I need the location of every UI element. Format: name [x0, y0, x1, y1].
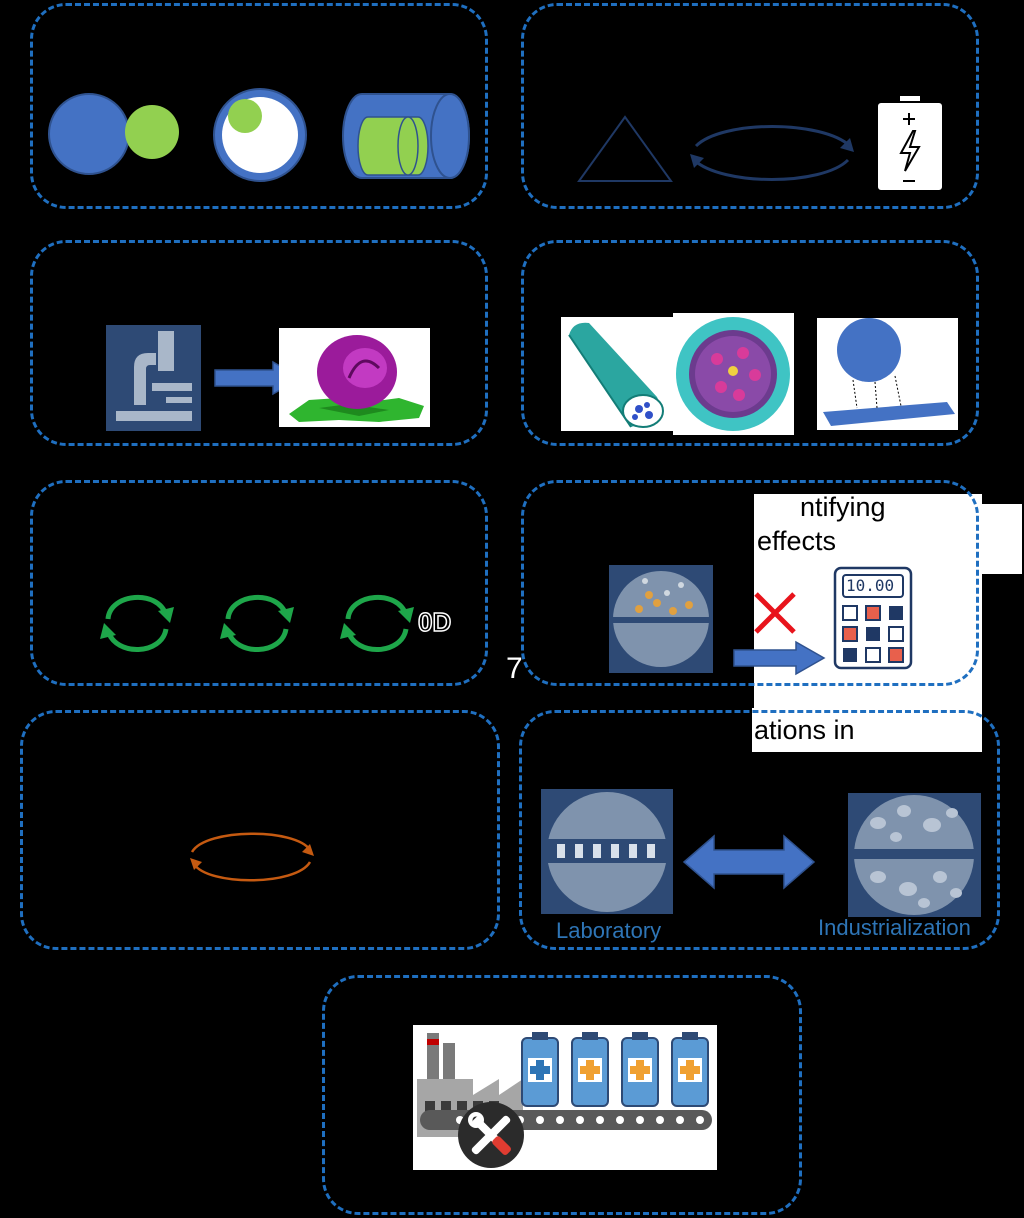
tomography-particle-image [279, 328, 430, 427]
orange-cycle-icon [190, 832, 314, 882]
battery-icon [876, 94, 944, 192]
effects-text: effects [757, 526, 837, 556]
conveyor-icon [420, 1032, 712, 1130]
cylinder-core-icon [342, 93, 470, 179]
green-cycle-icon [100, 594, 174, 652]
lab-membrane-icon [541, 789, 673, 914]
laboratory-label: Laboratory [556, 918, 662, 943]
panel-scale-up [519, 710, 1000, 950]
text-box-background-tab [982, 504, 1022, 574]
calculator-icon [833, 566, 913, 670]
panel-relationship [521, 3, 979, 209]
applications-text-background [752, 708, 978, 744]
industrialization-label: Industrialization [818, 915, 971, 940]
filter-disk-icon [609, 565, 713, 673]
triangle-icon [577, 115, 673, 182]
core-shell-icon [48, 93, 179, 175]
industrial-membrane-icon [848, 793, 981, 917]
panel-quantification [521, 480, 979, 686]
applications-text: ations in [754, 715, 855, 745]
cycle-arrows-icon [690, 125, 854, 181]
applications-text-background-lower [752, 740, 834, 752]
panel-characterization [30, 240, 488, 446]
double-arrow-icon [682, 834, 816, 890]
calculator-display-text: 10.00 [846, 576, 895, 595]
panel-cycles [30, 480, 488, 686]
microscope-icon [106, 325, 201, 431]
panel-production [322, 975, 802, 1215]
red-cross-icon [754, 592, 796, 634]
panel-nanostructures [521, 240, 979, 446]
panel-orange-cycle [20, 710, 500, 950]
panel-number-label: 7 [506, 652, 523, 685]
yolk-shell-icon [213, 88, 307, 182]
panel-structures [30, 3, 488, 209]
zero-d-label: 0D [417, 606, 452, 638]
nanotube-image [561, 317, 673, 431]
quantifying-text: ntifying [800, 492, 886, 522]
green-cycle-icon [220, 594, 294, 652]
surface-bonding-image [817, 318, 958, 430]
blue-arrow-icon [733, 640, 826, 676]
wrench-screwdriver-icon [458, 1102, 524, 1168]
green-cycle-icon [340, 594, 414, 652]
nanosphere-image [673, 313, 794, 435]
